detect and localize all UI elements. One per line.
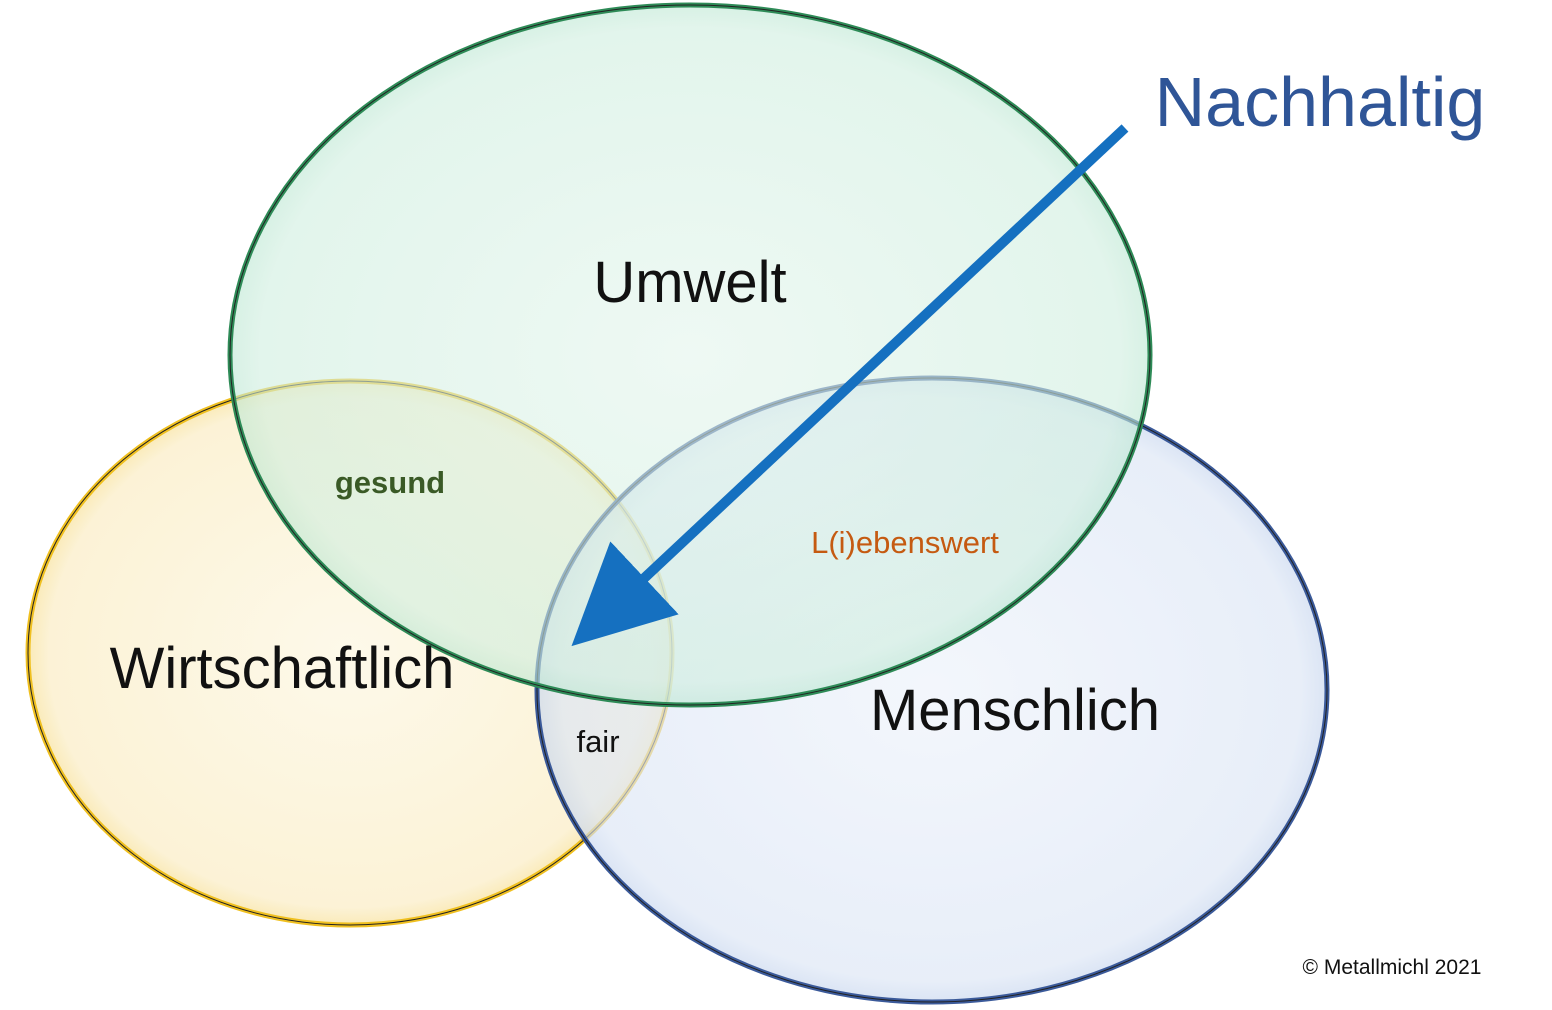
intersection-gesund-label: gesund <box>335 465 445 500</box>
arrow-to-center-icon <box>571 124 1129 647</box>
copyright-label: © Metallmichl 2021 <box>1303 956 1482 979</box>
center-nachhaltig-label: Nachhaltig <box>1155 63 1486 141</box>
intersection-fair-label: fair <box>576 724 619 759</box>
set-umwelt-label: Umwelt <box>593 250 786 315</box>
set-menschlich-label: Menschlich <box>870 678 1160 743</box>
intersection-lebenswert-label: L(i)ebenswert <box>811 525 999 560</box>
set-umwelt-ellipse <box>227 2 1153 708</box>
set-wirtschaftlich-label: Wirtschaftlich <box>110 636 455 701</box>
